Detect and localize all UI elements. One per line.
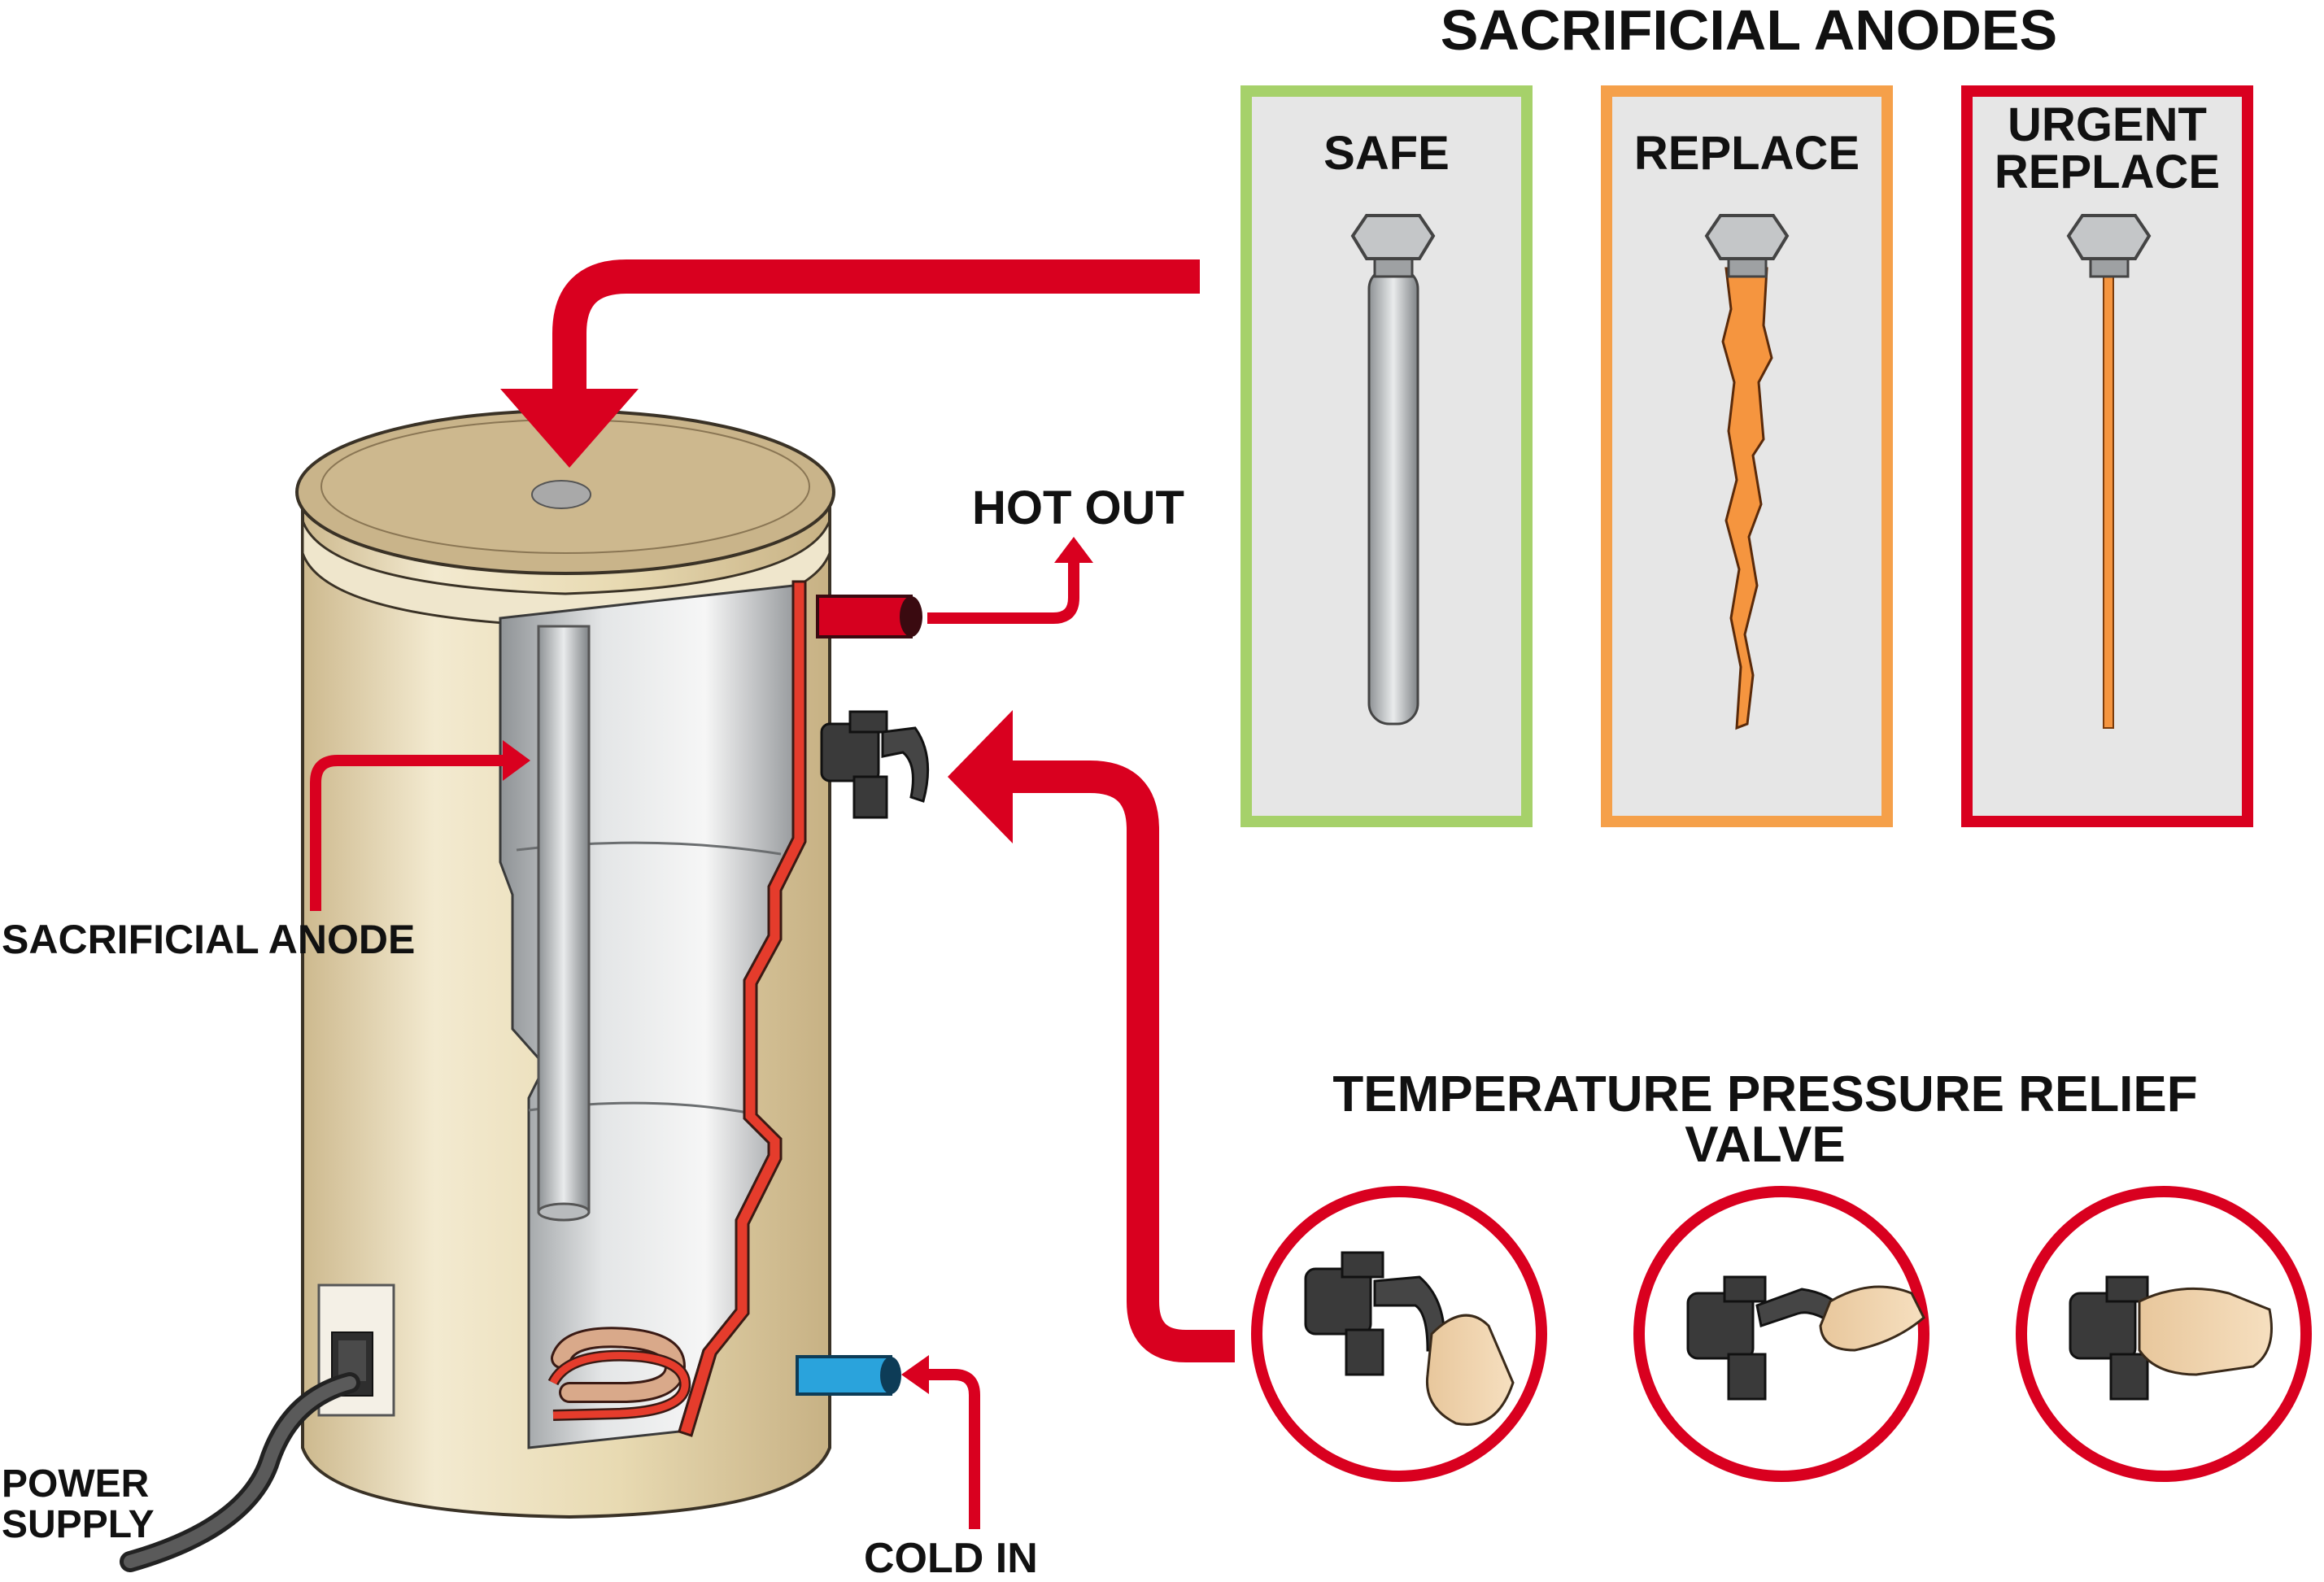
cold-in-label: COLD IN xyxy=(864,1535,1038,1582)
cold-in-arrow-icon xyxy=(927,1369,980,1529)
hot-out-arrow-icon xyxy=(927,561,1079,624)
anode-label-replace: REPLACE xyxy=(1607,130,1887,177)
anode-rod-urgent-icon xyxy=(2066,214,2152,729)
power-supply-line-2: SUPPLY xyxy=(2,1503,155,1547)
anode-label-urgent-line-2: REPLACE xyxy=(1994,146,2221,198)
diagram-title: SACRIFICIAL ANODES xyxy=(1440,0,2058,62)
anode-panel-safe xyxy=(1240,85,1533,827)
electrical-box-icon xyxy=(317,1283,395,1417)
relief-valve-open-icon xyxy=(2069,1275,2149,1401)
valve-step-2 xyxy=(1633,1186,1929,1482)
anode-label-safe: SAFE xyxy=(1246,130,1527,177)
anode-panel-replace xyxy=(1601,85,1893,827)
anode-label-safe-line-1: SAFE xyxy=(1323,127,1450,180)
valve-section-title: TEMPERATURE PRESSURE RELIEF VALVE xyxy=(1269,1070,2261,1170)
anode-label-urgent: URGENT REPLACE xyxy=(1967,102,2248,196)
heating-element-icon xyxy=(547,1327,691,1421)
sacrificial-anode-label: SACRIFICIAL ANODE xyxy=(2,917,416,962)
relief-valve-closed-icon xyxy=(1304,1251,1446,1376)
anode-panel-urgent xyxy=(1961,85,2253,827)
power-supply-line-1: POWER xyxy=(2,1462,150,1506)
anode-rod-replace-icon xyxy=(1704,214,1790,730)
valve-title-line-2: VALVE xyxy=(1685,1117,1846,1173)
valve-arrow-icon xyxy=(1009,760,1235,1362)
hand-icon xyxy=(1425,1314,1515,1426)
valve-step-1 xyxy=(1251,1186,1547,1482)
hand-icon xyxy=(1819,1285,1925,1352)
valve-step-3 xyxy=(2016,1186,2312,1482)
power-supply-label: POWER SUPPLY xyxy=(2,1462,155,1547)
valve-title-line-1: TEMPERATURE PRESSURE RELIEF xyxy=(1332,1066,2198,1122)
hot-out-label: HOT OUT xyxy=(972,482,1184,534)
hot-out-pipe-icon xyxy=(816,595,922,638)
relief-valve-icon xyxy=(820,710,930,819)
sacrificial-anode-arrow-icon xyxy=(310,755,504,911)
anode-label-replace-line-1: REPLACE xyxy=(1633,127,1860,180)
hand-icon xyxy=(2138,1287,2273,1376)
anode-rod-safe-icon xyxy=(1350,214,1436,726)
anode-label-urgent-line-1: URGENT xyxy=(2008,98,2207,151)
relief-valve-lifting-icon xyxy=(1686,1275,1844,1401)
anode-arrow-icon xyxy=(552,259,1200,390)
water-heater-tank xyxy=(295,409,835,1519)
power-cable-icon xyxy=(120,1372,360,1572)
cold-in-pipe-icon xyxy=(796,1355,901,1396)
